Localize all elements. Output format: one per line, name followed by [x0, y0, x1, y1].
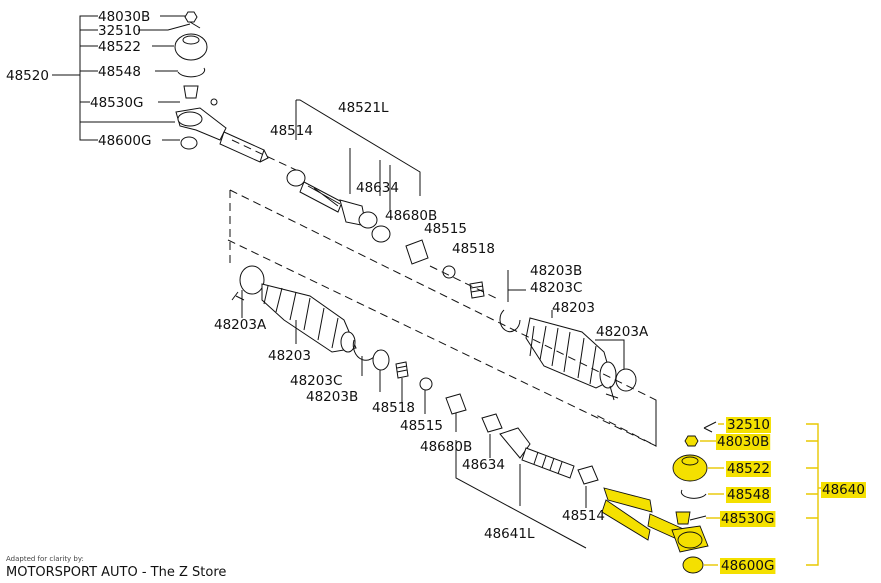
label-48203-right: 48203 — [552, 300, 595, 316]
label-highlights — [716, 417, 866, 574]
axis-dashed-top — [231, 139, 297, 171]
label-48634-top: 48634 — [356, 180, 399, 196]
label-48514-bottom: 48514 — [562, 508, 605, 524]
label-48514-top: 48514 — [270, 123, 313, 139]
label-48530G-right: 48530G — [721, 511, 774, 527]
label-48203C-left: 48203C — [290, 373, 342, 389]
label-48203B-left: 48203B — [306, 389, 358, 405]
tie-rod-end-right-highlighted — [601, 421, 830, 574]
label-48030B-right: 48030B — [717, 434, 769, 450]
label-48548-top: 48548 — [98, 64, 141, 80]
label-48522-right: 48522 — [727, 461, 770, 477]
label-48515-bottom: 48515 — [400, 418, 443, 434]
label-48634-bottom: 48634 — [462, 457, 505, 473]
bracket-48520 — [52, 15, 191, 141]
label-48641L: 48641L — [484, 526, 535, 542]
label-48530G-top: 48530G — [90, 95, 143, 111]
label-48640: 48640 — [822, 482, 865, 498]
label-32510-right: 32510 — [727, 417, 770, 433]
label-32510-top: 32510 — [98, 23, 141, 39]
group-dashed-right — [593, 400, 657, 447]
label-48203-left: 48203 — [268, 348, 311, 364]
part-labels: 48030B 32510 48522 48520 48548 48530G 48… — [6, 9, 865, 574]
label-highlight-box — [726, 461, 771, 477]
label-48600G-top: 48600G — [98, 133, 151, 149]
boot-right-upper — [499, 270, 637, 401]
label-48680B-top: 48680B — [385, 208, 437, 224]
credit-adapted-by: Adapted for clarity by: — [6, 555, 84, 563]
label-48548-right: 48548 — [727, 487, 770, 503]
credit-store-name: MOTORSPORT AUTO - The Z Store — [6, 565, 226, 580]
axis-dashed-mid — [429, 265, 501, 301]
label-highlight-box — [726, 417, 771, 433]
label-48518-top: 48518 — [452, 241, 495, 257]
label-48680B-bottom: 48680B — [420, 439, 472, 455]
label-48521L: 48521L — [338, 100, 389, 116]
label-48203B-right: 48203B — [530, 263, 582, 279]
tie-rod-end-left-parts — [174, 11, 269, 163]
label-48203A-left: 48203A — [214, 317, 267, 333]
label-48522-top: 48522 — [98, 39, 141, 55]
label-48203C-right: 48203C — [530, 280, 582, 296]
inner-tie-rod-lower — [419, 377, 599, 549]
group-dashed-outline — [227, 189, 657, 447]
label-highlight-box — [726, 487, 771, 503]
label-highlight-box — [821, 482, 866, 498]
label-48030B-top: 48030B — [98, 9, 150, 25]
label-48600G-right: 48600G — [721, 558, 774, 574]
boot-left-lower — [231, 265, 457, 432]
label-48520: 48520 — [6, 68, 49, 84]
label-48203A-right: 48203A — [596, 324, 649, 340]
inner-tie-rod-top — [286, 99, 485, 299]
label-48518-bottom: 48518 — [372, 400, 415, 416]
label-highlight-box — [720, 511, 776, 527]
label-48515-top: 48515 — [424, 221, 467, 237]
label-highlight-box — [720, 558, 776, 574]
label-highlight-box — [716, 434, 771, 450]
